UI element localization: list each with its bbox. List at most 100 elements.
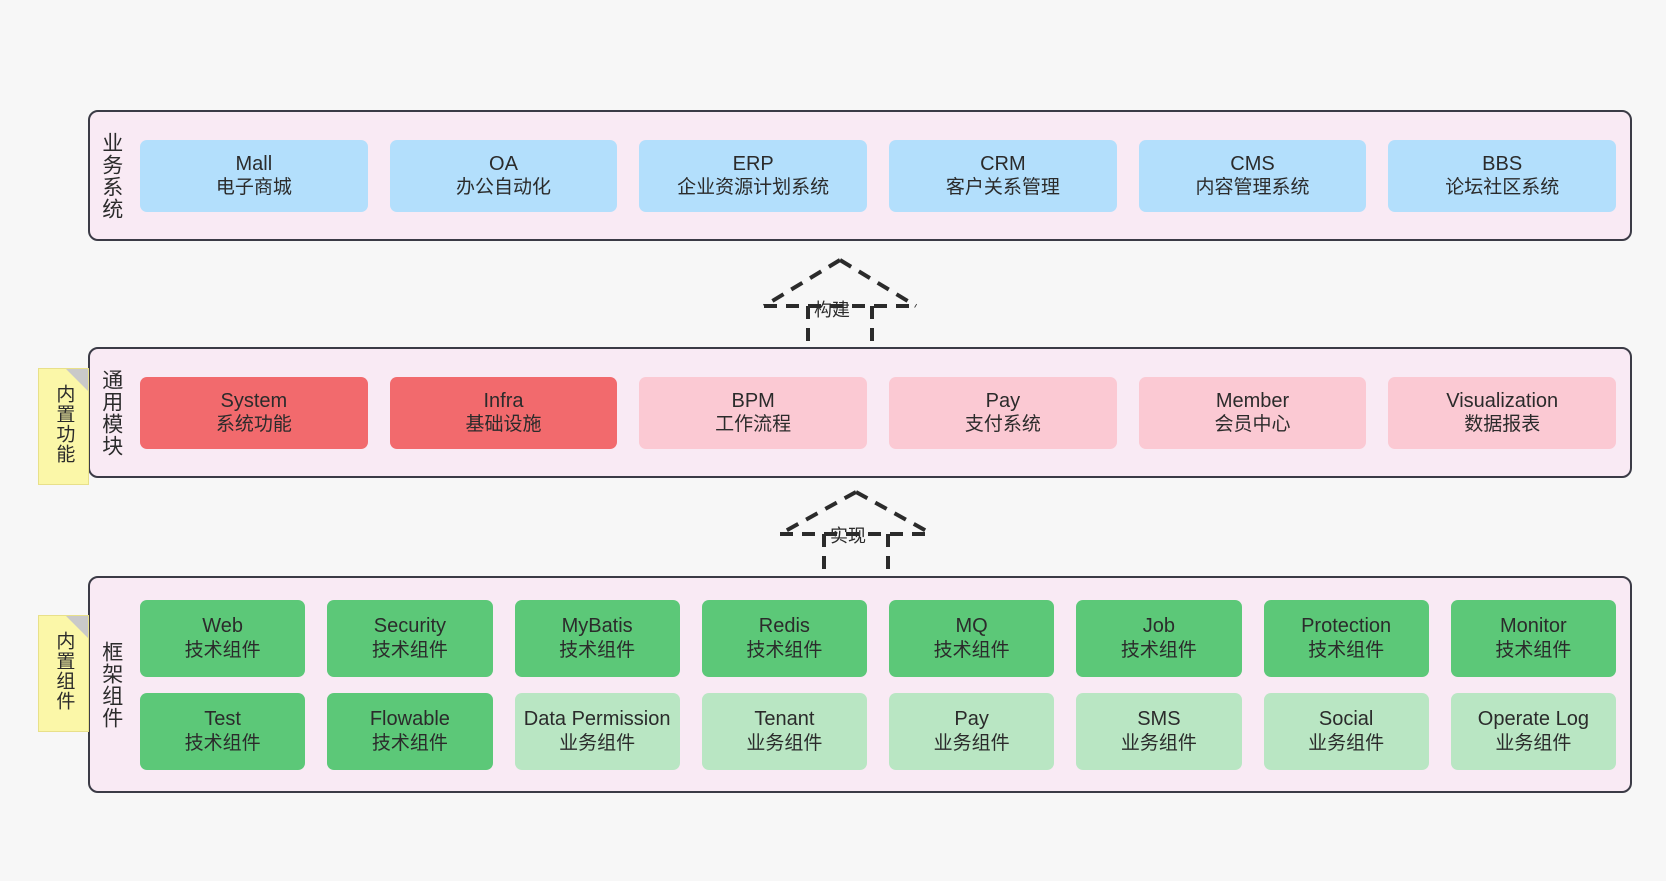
card-subtitle: 技术组件 <box>1495 639 1572 661</box>
card-subtitle: 业务组件 <box>933 732 1010 754</box>
card-mq[interactable]: MQ 技术组件 <box>889 599 1055 677</box>
card-row: Web 技术组件 Security 技术组件 MyBatis 技术组件 Redi… <box>140 599 1616 677</box>
card-cms[interactable]: CMS 内容管理系统 <box>1138 139 1367 212</box>
card-member[interactable]: Member 会员中心 <box>1138 376 1367 449</box>
card-operate-log[interactable]: Operate Log 业务组件 <box>1450 692 1616 770</box>
card-bpm[interactable]: BPM 工作流程 <box>639 376 868 449</box>
card-social[interactable]: Social 业务组件 <box>1263 692 1429 770</box>
card-mall[interactable]: Mall 电子商城 <box>140 139 368 212</box>
card-subtitle: 业务组件 <box>1120 732 1197 754</box>
card-subtitle: 电子商城 <box>215 177 292 199</box>
card-subtitle: 业务组件 <box>1495 732 1572 754</box>
card-subtitle: 技术组件 <box>371 732 448 754</box>
card-subtitle: 工作流程 <box>715 414 792 436</box>
arrowhead-left-edge <box>762 258 842 308</box>
card-subtitle: 技术组件 <box>1120 639 1197 661</box>
card-subtitle: 数据报表 <box>1464 414 1541 436</box>
card-title: SMS <box>1137 708 1181 731</box>
card-infra[interactable]: Infra 基础设施 <box>389 376 618 449</box>
card-title: MyBatis <box>561 615 633 638</box>
card-subtitle: 基础设施 <box>465 414 542 436</box>
card-pay-module[interactable]: Pay 支付系统 <box>889 376 1117 449</box>
note-built-in-functions[interactable]: 内置功能 <box>38 368 89 485</box>
card-subtitle: 业务组件 <box>1308 732 1385 754</box>
card-web[interactable]: Web 技术组件 <box>140 599 306 677</box>
card-flowable[interactable]: Flowable 技术组件 <box>327 692 493 770</box>
card-erp[interactable]: ERP 企业资源计划系统 <box>639 139 868 212</box>
card-subtitle: 客户关系管理 <box>945 177 1060 199</box>
card-bbs[interactable]: BBS 论坛社区系统 <box>1388 139 1617 212</box>
card-system[interactable]: System 系统功能 <box>140 376 368 449</box>
card-title: Monitor <box>1500 615 1567 638</box>
card-title: OA <box>489 152 518 175</box>
layer-body-common-modules: System 系统功能 Infra 基础设施 BPM 工作流程 Pay 支付系统… <box>132 349 1630 476</box>
arrowhead-right-edge <box>838 258 918 308</box>
card-subtitle: 技术组件 <box>933 639 1010 661</box>
card-title: Member <box>1215 389 1290 412</box>
arrowhead-right-edge <box>855 490 933 536</box>
layer-common-modules: 通用模块 System 系统功能 Infra 基础设施 BPM 工作流程 Pay… <box>88 347 1632 478</box>
card-pay-component[interactable]: Pay 业务组件 <box>889 692 1055 770</box>
note-label: 内置组件 <box>53 630 75 711</box>
card-title: Infra <box>483 389 524 412</box>
card-title: Tenant <box>754 708 815 731</box>
card-security[interactable]: Security 技术组件 <box>327 599 493 677</box>
card-subtitle: 系统功能 <box>215 414 292 436</box>
arrow-label-implement: 实现 <box>830 526 866 546</box>
arrow-label-build: 构建 <box>814 300 850 320</box>
card-subtitle: 业务组件 <box>746 732 823 754</box>
card-row: Test 技术组件 Flowable 技术组件 Data Permission … <box>140 692 1616 770</box>
card-protection[interactable]: Protection 技术组件 <box>1263 599 1429 677</box>
card-title: ERP <box>732 152 774 175</box>
layer-framework-components: 框架组件 Web 技术组件 Security 技术组件 MyBatis 技术组件… <box>88 576 1632 793</box>
card-subtitle: 技术组件 <box>371 639 448 661</box>
card-subtitle: 技术组件 <box>1308 639 1385 661</box>
card-mybatis[interactable]: MyBatis 技术组件 <box>514 599 680 677</box>
arrowhead-left-edge <box>779 490 857 536</box>
card-title: Social <box>1318 708 1374 731</box>
note-built-in-components[interactable]: 内置组件 <box>38 615 89 732</box>
card-subtitle: 技术组件 <box>746 639 823 661</box>
card-title: Job <box>1142 615 1175 638</box>
card-tenant[interactable]: Tenant 业务组件 <box>701 692 867 770</box>
card-title: MQ <box>955 615 988 638</box>
card-title: Mall <box>235 152 273 175</box>
card-subtitle: 论坛社区系统 <box>1445 177 1560 199</box>
card-crm[interactable]: CRM 客户关系管理 <box>889 139 1117 212</box>
card-test[interactable]: Test 技术组件 <box>140 692 306 770</box>
card-title: Web <box>202 615 243 638</box>
card-sms[interactable]: SMS 业务组件 <box>1076 692 1242 770</box>
card-title: Security <box>373 615 446 638</box>
card-title: BPM <box>731 389 775 412</box>
generalization-arrow-build: 构建 <box>752 258 932 350</box>
card-subtitle: 支付系统 <box>964 414 1041 436</box>
card-title: Protection <box>1301 615 1392 638</box>
card-job[interactable]: Job 技术组件 <box>1076 599 1242 677</box>
card-title: CRM <box>980 152 1026 175</box>
card-title: System <box>220 389 288 412</box>
card-subtitle: 会员中心 <box>1214 414 1291 436</box>
card-monitor[interactable]: Monitor 技术组件 <box>1450 599 1616 677</box>
card-title: Data Permission <box>523 708 671 731</box>
card-subtitle: 企业资源计划系统 <box>677 177 830 199</box>
layer-title-framework-components: 框架组件 <box>99 640 123 729</box>
card-row: Mall 电子商城 OA 办公自动化 ERP 企业资源计划系统 CRM 客户关系… <box>140 139 1617 212</box>
card-title: Visualization <box>1446 389 1559 412</box>
card-data-permission[interactable]: Data Permission 业务组件 <box>514 692 680 770</box>
card-title: Redis <box>758 615 810 638</box>
layer-business-systems: 业务系统 Mall 电子商城 OA 办公自动化 ERP 企业资源计划系统 CRM… <box>88 110 1632 241</box>
card-oa[interactable]: OA 办公自动化 <box>389 139 618 212</box>
card-subtitle: 技术组件 <box>559 639 636 661</box>
generalization-arrow-implement: 实现 <box>768 490 948 572</box>
card-row: System 系统功能 Infra 基础设施 BPM 工作流程 Pay 支付系统… <box>140 376 1617 449</box>
card-visualization[interactable]: Visualization 数据报表 <box>1388 376 1617 449</box>
card-title: BBS <box>1482 152 1523 175</box>
card-title: Flowable <box>369 708 450 731</box>
layer-body-business-systems: Mall 电子商城 OA 办公自动化 ERP 企业资源计划系统 CRM 客户关系… <box>132 112 1630 239</box>
card-redis[interactable]: Redis 技术组件 <box>701 599 867 677</box>
card-subtitle: 业务组件 <box>559 732 636 754</box>
card-title: CMS <box>1230 152 1275 175</box>
card-title: Pay <box>985 389 1021 412</box>
card-title: Operate Log <box>1477 708 1589 731</box>
